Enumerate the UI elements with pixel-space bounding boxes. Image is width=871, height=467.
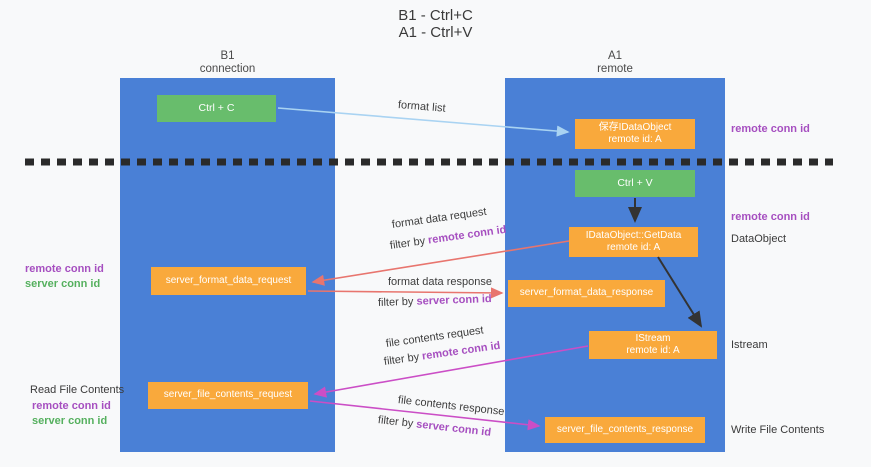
istream-side-label: Istream xyxy=(731,339,768,351)
filter-by-text: filter by xyxy=(377,414,417,431)
lane-b1-name: B1 xyxy=(220,50,235,62)
left-server-conn-id-label-2: server conn id xyxy=(32,415,108,427)
istream-line2: remote id: A xyxy=(626,345,680,356)
server-file-contents-response-label: server_file_contents_response xyxy=(556,423,694,435)
right-remote-conn-id-mid-label: remote conn id xyxy=(731,211,810,223)
dataobject-label: DataObject xyxy=(731,233,787,245)
format-data-response-label: format data response xyxy=(388,276,492,288)
left-server-conn-id-label-1: server conn id xyxy=(25,278,101,290)
server-format-data-request-box: server_format_data_request xyxy=(151,267,306,295)
filter-by-server-conn-id-label-1: filter by server conn id xyxy=(378,293,492,309)
remote-conn-id-text: remote conn id xyxy=(427,223,508,247)
diagram-title: B1 - Ctrl+C A1 - Ctrl+V xyxy=(0,7,871,41)
server-format-data-request-label: server_format_data_request xyxy=(165,274,292,286)
ctrl-v-label: Ctrl + V xyxy=(617,177,653,190)
left-remote-conn-id-label-1: remote conn id xyxy=(25,263,104,275)
save-idataobject-line2: remote id: A xyxy=(608,134,662,145)
server-format-data-response-box: server_format_data_response xyxy=(508,280,665,307)
ctrl-v-box: Ctrl + V xyxy=(575,170,695,197)
server-conn-id-text: server conn id xyxy=(416,293,492,308)
server-file-contents-response-box: server_file_contents_response xyxy=(545,417,705,443)
istream-box: IStream remote id: A xyxy=(589,331,717,359)
read-file-contents-label: Read File Contents xyxy=(30,384,125,396)
getdata-line1: IDataObject::GetData xyxy=(585,229,682,241)
diagram-title-line2: A1 - Ctrl+V xyxy=(398,24,473,41)
filter-by-text: filter by xyxy=(389,234,429,252)
format-list-label: format list xyxy=(397,99,447,115)
lane-b1-role: connection xyxy=(199,63,256,75)
lane-header-b1: B1 connection xyxy=(120,50,335,76)
filter-by-text: filter by xyxy=(383,350,423,368)
lane-a1-name: A1 xyxy=(607,50,623,62)
file-contents-response-label: file contents response xyxy=(397,394,506,419)
filter-by-text: filter by xyxy=(377,295,417,309)
save-idataobject-box: 保存IDataObject remote id: A xyxy=(575,119,695,149)
filter-by-server-conn-id-label-2: filter by server conn id xyxy=(377,414,491,439)
right-remote-conn-id-top-label: remote conn id xyxy=(731,123,810,135)
left-remote-conn-id-label-2: remote conn id xyxy=(32,400,111,412)
lane-header-a1: A1 remote xyxy=(505,50,725,76)
save-idataobject-line1: 保存IDataObject xyxy=(598,121,672,133)
server-conn-id-text: server conn id xyxy=(415,418,492,439)
server-file-contents-request-box: server_file_contents_request xyxy=(148,382,308,409)
istream-line1: IStream xyxy=(635,332,671,344)
getdata-line2: remote id: A xyxy=(606,242,661,253)
idataobject-getdata-box: IDataObject::GetData remote id: A xyxy=(569,227,698,257)
diagram-title-line1: B1 - Ctrl+C xyxy=(398,7,473,24)
ctrl-c-box: Ctrl + C xyxy=(157,95,276,122)
server-format-data-response-label: server_format_data_response xyxy=(519,287,654,299)
ctrl-c-label: Ctrl + C xyxy=(198,102,235,115)
lane-a1-role: remote xyxy=(597,63,633,75)
write-file-contents-label: Write File Contents xyxy=(731,424,825,436)
server-file-contents-request-label: server_file_contents_request xyxy=(163,389,293,401)
